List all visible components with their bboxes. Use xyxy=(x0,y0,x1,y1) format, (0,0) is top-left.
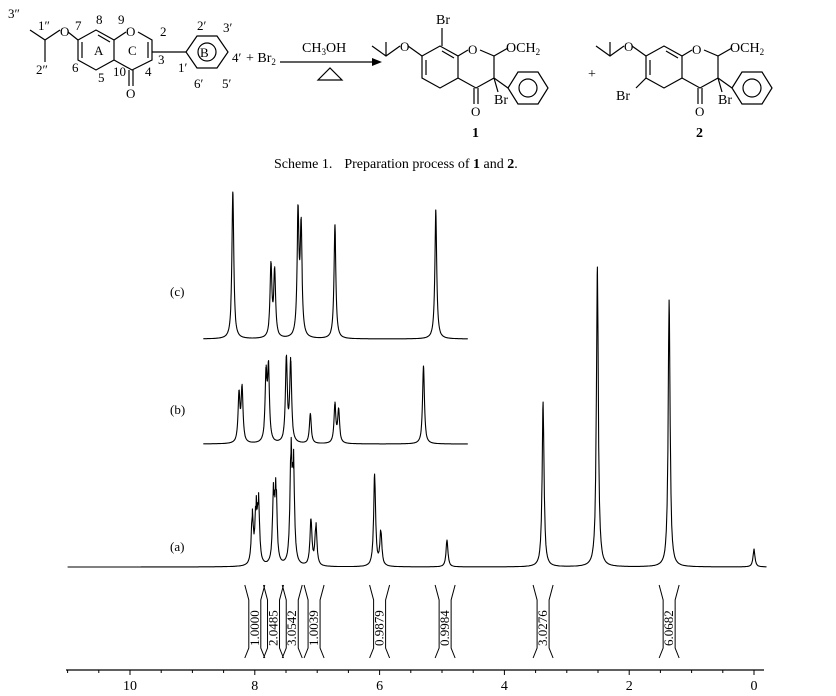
p2-och2: OCH2 xyxy=(730,41,764,57)
integral-marker: 1.0039 xyxy=(303,584,325,659)
p1-ring-o: O xyxy=(468,42,477,57)
reaction-scheme: 3″ 1″ 2″ O 7 8 9 O 2 A C 6 5 10 4 3 O 1′… xyxy=(8,6,773,172)
product-2-structure: O O OCH2 Br Br O 2 xyxy=(595,39,773,141)
integral-marker: 3.0276 xyxy=(532,584,554,659)
label-5: 5 xyxy=(98,70,105,85)
p2-ring-o: O xyxy=(692,42,701,57)
integral-value: 1.0000 xyxy=(247,610,262,646)
label-10: 10 xyxy=(113,64,126,79)
label-5p: 5′ xyxy=(222,76,232,91)
label-1pp: 1″ xyxy=(38,18,50,33)
p1-br-mid: Br xyxy=(494,93,508,108)
label-1p: 1′ xyxy=(178,60,188,75)
spectrum-trace xyxy=(67,266,767,568)
integral-value: 0.9879 xyxy=(372,610,387,646)
integral-marker: 3.0542 xyxy=(281,584,303,659)
label-2: 2 xyxy=(160,24,167,39)
product-2-number: 2 xyxy=(696,126,703,141)
label-ring-a: A xyxy=(94,43,104,58)
trace-label: (a) xyxy=(170,539,184,554)
label-6: 6 xyxy=(72,60,79,75)
integral-marker: 0.9984 xyxy=(434,584,456,659)
label-6p: 6′ xyxy=(194,76,204,91)
trace-label: (c) xyxy=(170,284,184,299)
heat-triangle-icon xyxy=(316,67,344,81)
label-4p: 4′ xyxy=(232,50,242,65)
label-ring-c: C xyxy=(128,43,137,58)
integral-value: 1.0039 xyxy=(306,610,321,646)
trace-labels: (a) (b) (c) xyxy=(170,284,185,554)
spectrum-trace xyxy=(203,191,469,340)
label-4: 4 xyxy=(145,64,152,79)
integral-value: 0.9984 xyxy=(437,610,452,646)
label-oxo-o: O xyxy=(126,86,135,101)
x-tick-label: 6 xyxy=(376,679,383,694)
p1-och2: OCH2 xyxy=(506,41,540,57)
trace-label: (b) xyxy=(170,402,185,417)
reaction-arrow: CH3OH xyxy=(280,41,382,81)
integral-value: 2.0485 xyxy=(266,610,281,646)
integral-value: 3.0276 xyxy=(535,610,550,646)
p1-ether-o: O xyxy=(400,39,409,54)
p1-br-top: Br xyxy=(436,13,450,28)
x-tick-label: 10 xyxy=(123,679,137,694)
scheme-caption: Scheme 1.Preparation process of 1 and 2. xyxy=(274,157,518,172)
label-3pp: 3″ xyxy=(8,6,20,21)
reagent-br2: + Br2 xyxy=(246,51,276,67)
integral-marker: 1.0000 xyxy=(244,584,266,659)
label-2p: 2′ xyxy=(197,18,207,33)
p2-ether-o: O xyxy=(624,39,633,54)
integral-marker: 6.0682 xyxy=(658,584,680,659)
x-tick-label: 0 xyxy=(751,679,758,694)
label-ring-b: B xyxy=(200,45,209,60)
x-tick-label: 2 xyxy=(626,679,633,694)
integral-value: 3.0542 xyxy=(284,610,299,646)
p2-br-mid: Br xyxy=(718,93,732,108)
product-1-number: 1 xyxy=(472,126,479,141)
plus-sign: + xyxy=(588,67,596,82)
x-tick-label: 8 xyxy=(251,679,258,694)
label-8: 8 xyxy=(96,12,103,27)
p2-oxo-o: O xyxy=(695,104,704,119)
label-ether-o: O xyxy=(60,24,69,39)
nmr-spectra xyxy=(67,191,767,568)
integral-marker: 2.0485 xyxy=(263,584,285,659)
integral-marker: 0.9879 xyxy=(369,584,391,659)
label-3: 3 xyxy=(158,52,165,67)
p1-oxo-o: O xyxy=(471,104,480,119)
arrow-solvent-label: CH3OH xyxy=(302,41,346,57)
label-3p: 3′ xyxy=(223,20,233,35)
label-ring-o: O xyxy=(126,24,135,39)
ppm-axis: 10 8 6 4 2 0 xyxy=(66,669,764,694)
product-1-structure: Br O O OCH2 Br O 1 xyxy=(371,13,549,141)
label-2pp: 2″ xyxy=(36,62,48,77)
x-tick-label: 4 xyxy=(501,679,508,694)
label-9: 9 xyxy=(118,12,125,27)
reactant-structure: 3″ 1″ 2″ O 7 8 9 O 2 A C 6 5 10 4 3 O 1′… xyxy=(8,6,242,101)
integral-value: 6.0682 xyxy=(661,610,676,646)
spectrum-trace xyxy=(203,354,469,445)
p2-br-left: Br xyxy=(616,89,630,104)
label-7: 7 xyxy=(75,18,82,33)
